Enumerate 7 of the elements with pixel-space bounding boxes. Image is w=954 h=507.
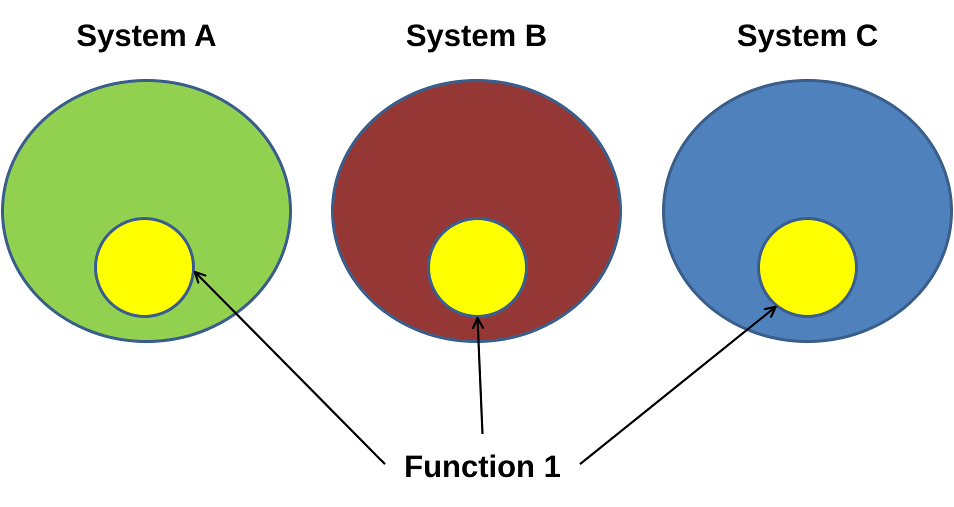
- system-title: System A: [75, 18, 218, 54]
- system-title: System C: [736, 18, 880, 54]
- arrow: [579, 306, 777, 466]
- arrow: [472, 316, 484, 434]
- arrow: [194, 270, 386, 465]
- function-label: Function 1: [385, 434, 580, 492]
- system-title: System B: [404, 18, 548, 54]
